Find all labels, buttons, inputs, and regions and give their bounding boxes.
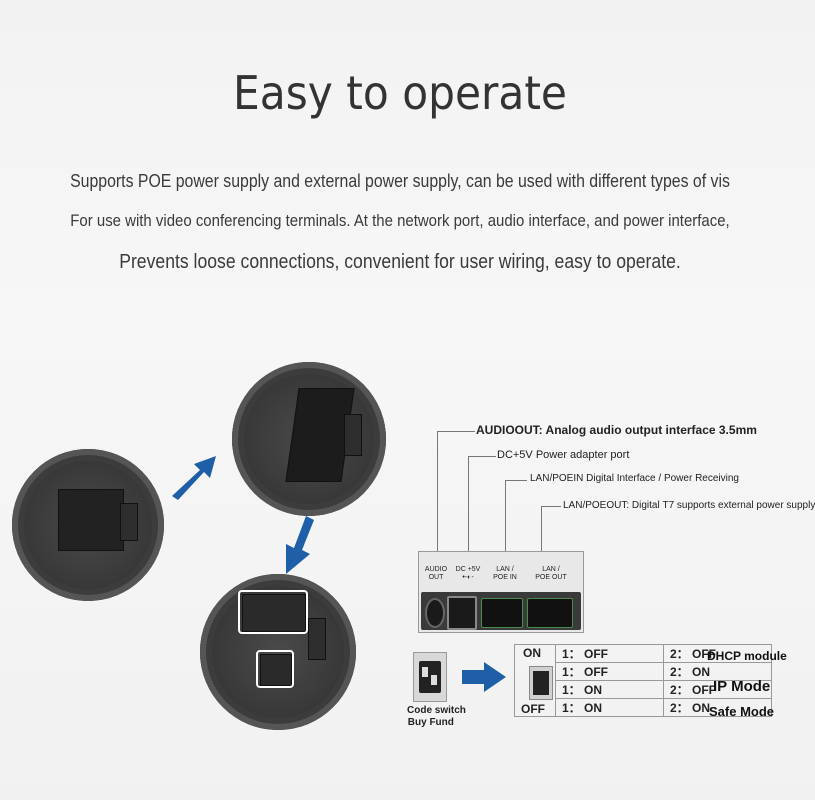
description-line-1: Supports POE power supply and external p… [70,171,730,191]
dc-jack [447,596,477,630]
callout-line-audio [437,431,438,551]
device-port-area [242,594,306,632]
callout-poein: LAN/POEIN Digital Interface / Power Rece… [530,473,739,484]
callout-line-poein-h [505,480,527,481]
dip-off-label: OFF [521,701,545,716]
audio-jack [425,598,445,628]
callout-dc: DC+5V Power adapter port [497,449,630,461]
device-slot [120,503,138,541]
dip-row-3-s1: 1： ON [555,680,664,699]
dip-row-4-s1: 1： ON [555,698,664,717]
device-slot [308,618,326,660]
dip-row-1-s1: 1： OFF [555,644,664,663]
dip-switch-table: ON OFF 1： OFF 2： OFF 1： OFF 2： ON 1： ON … [514,644,772,717]
lan-poe-out-port [527,598,573,628]
device-switch-area [260,654,292,686]
device-ports-view [200,574,356,730]
arrow-down-icon [286,516,314,574]
port-label-poein: LAN /POE IN [493,566,517,581]
callout-line-poeout [541,506,542,551]
mode-dhcp: DHCP module [707,649,787,663]
callout-line-poeout-h [541,506,561,507]
port-label-dc: DC +5V•-◐- [455,566,481,581]
code-switch-sub: Buy Fund [405,717,457,728]
highlight-switch [256,650,294,688]
device-slot [344,414,362,456]
arrow-right-up-icon [172,456,216,500]
page-title: Easy to operate [233,66,567,120]
dip-on-label: ON [523,645,541,660]
highlight-ports [238,590,308,634]
callout-line-audio-h [437,431,475,432]
description-line-3: Prevents loose connections, convenient f… [119,251,681,273]
device-bottom-view [12,449,164,601]
mode-ip: IP Mode [713,678,771,695]
callout-line-poein [505,480,506,551]
device-panel [58,489,124,551]
description-line-2: For use with video conferencing terminal… [70,211,730,230]
code-switch-label: Code switch [407,705,466,716]
callout-line-dc-h [468,456,496,457]
code-switch [413,652,447,702]
dip-switch-cell: ON OFF [514,644,556,717]
lan-poe-in-port [481,598,523,628]
callout-line-dc [468,456,469,551]
device-cover-open-view [232,362,386,516]
dip-row-4-s2: 2： ON [663,698,772,717]
dip-row-2-s1: 1： OFF [555,662,664,681]
callout-audioout: AUDIOOUT: Analog audio output interface … [476,423,757,437]
arrow-right-icon [462,662,506,692]
callout-poeout: LAN/POEOUT: Digital T7 supports external… [563,500,815,511]
port-label-poeout: LAN /POE OUT [535,566,567,581]
mode-safe: Safe Mode [709,704,775,719]
